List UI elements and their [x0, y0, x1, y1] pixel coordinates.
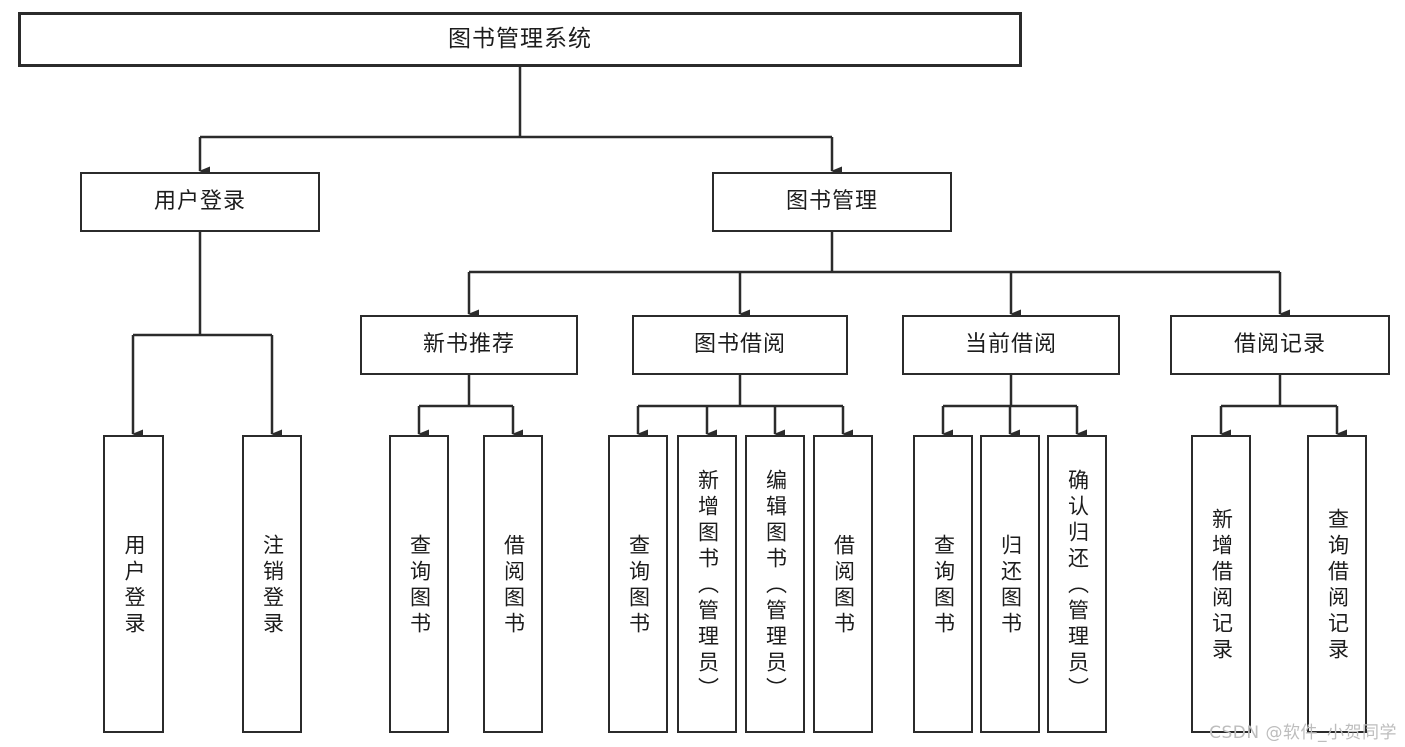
node-label: 编辑图书（管理员） — [763, 469, 788, 703]
node-label: 当前借阅 — [964, 331, 1057, 357]
leaf-node-查询图书[interactable]: 查询图书 — [913, 435, 973, 733]
level1-node-图书管理[interactable]: 图书管理 — [712, 172, 952, 232]
leaf-node-查询借阅记录[interactable]: 查询借阅记录 — [1307, 435, 1367, 733]
leaf-node-编辑图书管理员[interactable]: 编辑图书（管理员） — [745, 435, 805, 733]
connector-lines — [131, 67, 1347, 439]
level2-node-新书推荐[interactable]: 新书推荐 — [360, 315, 578, 375]
leaf-node-用户登录[interactable]: 用户登录 — [103, 435, 164, 733]
node-label: 注销登录 — [260, 534, 285, 638]
node-label: 借阅记录 — [1233, 331, 1326, 357]
node-label: 查询借阅记录 — [1325, 508, 1350, 664]
level2-node-借阅记录[interactable]: 借阅记录 — [1170, 315, 1390, 375]
node-label: 借阅图书 — [831, 534, 856, 638]
node-label: 用户登录 — [153, 188, 246, 214]
node-label: 图书借阅 — [693, 331, 786, 357]
leaf-node-查询图书[interactable]: 查询图书 — [389, 435, 449, 733]
node-label: 图书管理系统 — [448, 25, 592, 52]
level2-node-当前借阅[interactable]: 当前借阅 — [902, 315, 1120, 375]
leaf-node-借阅图书[interactable]: 借阅图书 — [483, 435, 543, 733]
leaf-node-新增图书管理员[interactable]: 新增图书（管理员） — [677, 435, 737, 733]
leaf-node-借阅图书[interactable]: 借阅图书 — [813, 435, 873, 733]
node-label: 查询图书 — [931, 534, 956, 638]
leaf-node-确认归还管理员[interactable]: 确认归还（管理员） — [1047, 435, 1107, 733]
leaf-node-新增借阅记录[interactable]: 新增借阅记录 — [1191, 435, 1251, 733]
node-label: 新增借阅记录 — [1209, 508, 1234, 664]
leaf-node-查询图书[interactable]: 查询图书 — [608, 435, 668, 733]
node-label: 查询图书 — [626, 534, 651, 638]
node-label: 新增图书（管理员） — [695, 469, 720, 703]
node-label: 归还图书 — [998, 534, 1023, 638]
node-label: 新书推荐 — [422, 331, 515, 357]
node-label: 借阅图书 — [501, 534, 526, 638]
node-label: 用户登录 — [122, 534, 146, 638]
node-label: 确认归还（管理员） — [1065, 469, 1090, 703]
level1-node-用户登录[interactable]: 用户登录 — [80, 172, 320, 232]
root-node-图书管理系统[interactable]: 图书管理系统 — [18, 12, 1022, 67]
leaf-node-注销登录[interactable]: 注销登录 — [242, 435, 302, 733]
leaf-node-归还图书[interactable]: 归还图书 — [980, 435, 1040, 733]
node-label: 查询图书 — [407, 534, 432, 638]
level2-node-图书借阅[interactable]: 图书借阅 — [632, 315, 848, 375]
node-label: 图书管理 — [785, 188, 878, 214]
